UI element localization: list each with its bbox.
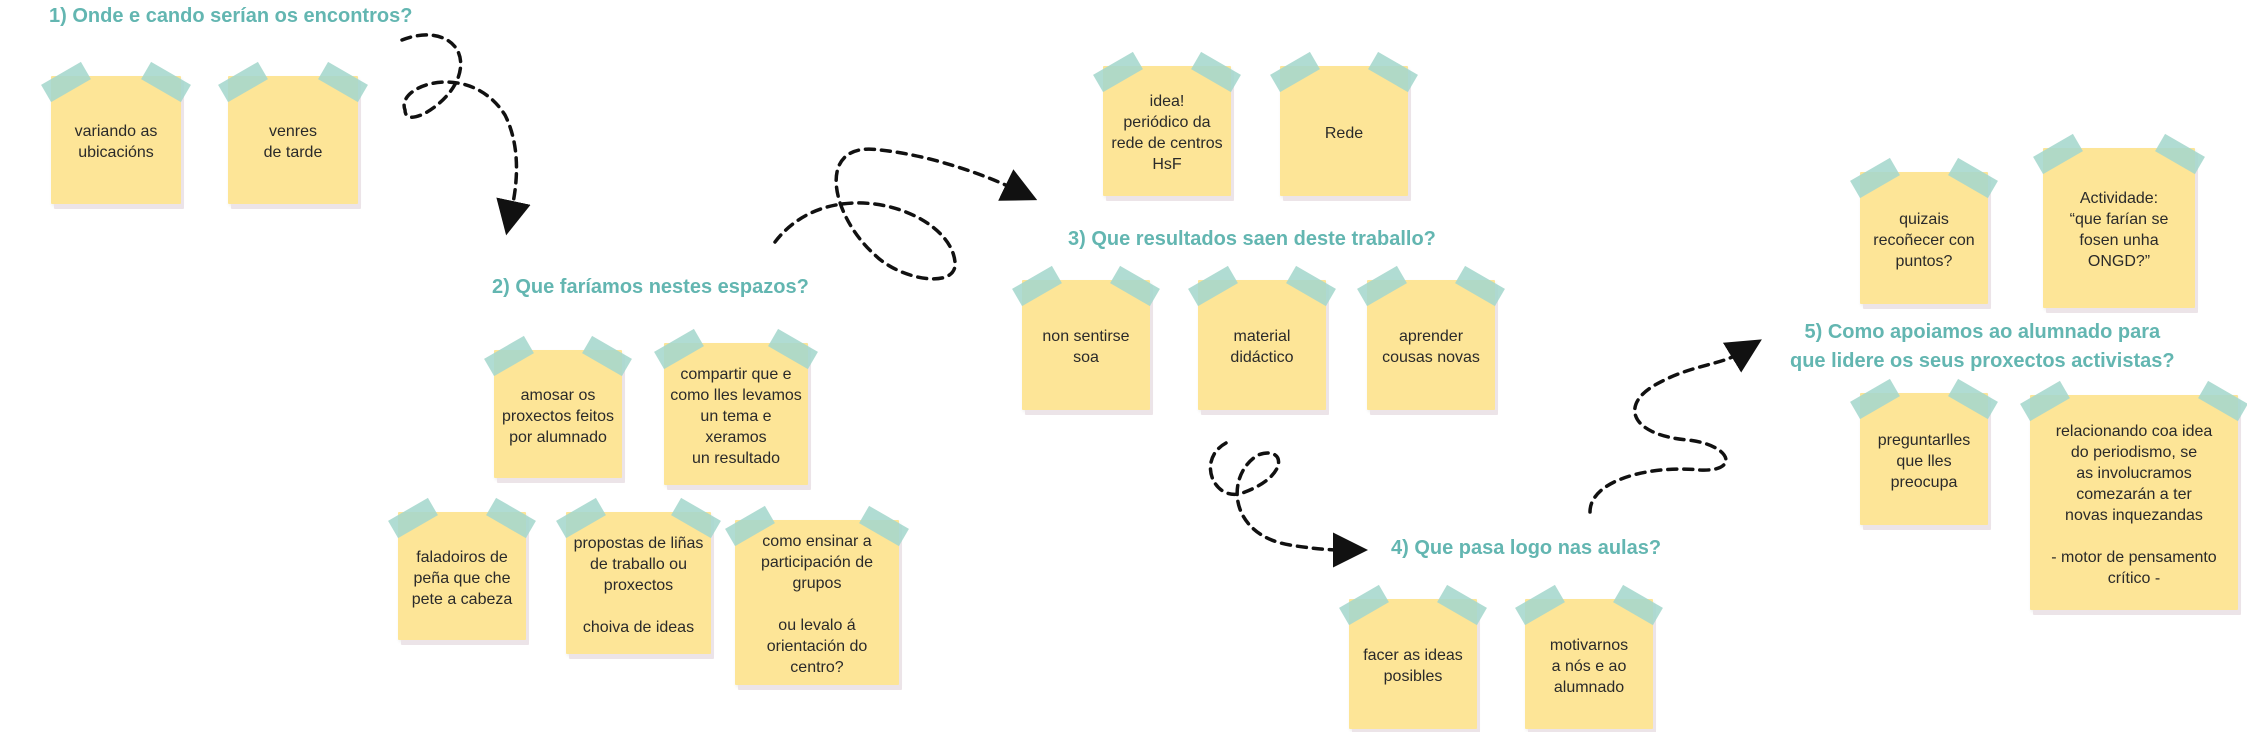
sticky-note: venres de tarde (218, 61, 368, 204)
note-text: faladoiros de peña que che pete a cabeza (411, 548, 513, 608)
sticky-note: Rede (1270, 51, 1418, 196)
sticky-note: como ensinar a participación de grupos o… (725, 505, 909, 685)
note-text: como ensinar a participación de grupos o… (760, 533, 874, 676)
heading-5: 5) Como apoiamos ao alumnado para que li… (1790, 321, 2175, 372)
note-text: variando as ubicacións (74, 123, 158, 161)
heading-1: 1) Onde e cando serían os encontros? (49, 5, 413, 27)
sticky-note: relacionando coa idea do periodismo, se … (2020, 380, 2247, 610)
note-text: quizais recoñecer con puntos? (1873, 210, 1975, 270)
sticky-note: aprender cousas novas (1357, 265, 1505, 410)
sticky-note: quizais recoñecer con puntos? (1850, 157, 1998, 304)
note-text: relacionando coa idea do periodismo, se … (2051, 422, 2217, 587)
sticky-note: facer as ideas posibles (1339, 584, 1487, 729)
sticky-note: material didáctico (1188, 265, 1336, 410)
note-text: venres de tarde (263, 123, 323, 161)
note-text: preguntarlles que lles preocupa (1877, 431, 1971, 491)
sticky-note: Actividade: “que farían se fosen unha ON… (2033, 133, 2205, 308)
heading-4: 4) Que pasa logo nas aulas? (1391, 537, 1662, 559)
sticky-note: amosar os proxectos feitos por alumnado (484, 335, 632, 478)
note-text: material didáctico (1230, 328, 1294, 366)
sticky-note: motivarnos a nós e ao alumnado (1515, 584, 1663, 729)
sticky-note: non sentirse soa (1012, 265, 1160, 410)
note-text: facer as ideas posibles (1363, 647, 1463, 685)
note-text: Actividade: “que farían se fosen unha ON… (2069, 190, 2169, 270)
arrow-1-to-2 (400, 33, 531, 236)
note-text: idea! periódico da rede de centros HsF (1111, 93, 1223, 173)
sticky-note: compartir que e como lles levamos un tem… (654, 328, 818, 485)
note-text: Rede (1324, 124, 1364, 142)
arrow-3-to-4 (1208, 441, 1368, 568)
sticky-note: idea! periódico da rede de centros HsF (1093, 51, 1241, 196)
arrow-4-to-5 (1588, 339, 1762, 514)
note-text: propostas de liñas de traballo ou proxec… (573, 534, 704, 636)
note-text: amosar os proxectos feitos por alumnado (501, 386, 615, 446)
note-text: compartir que e como lles levamos un tem… (670, 365, 802, 467)
sticky-note: variando as ubicacións (41, 61, 191, 204)
sticky-note: propostas de liñas de traballo ou proxec… (556, 497, 721, 654)
sticky-note: preguntarlles que lles preocupa (1850, 378, 1998, 525)
note-text: aprender cousas novas (1382, 328, 1480, 366)
heading-2: 2) Que faríamos nestes espazos? (492, 276, 809, 298)
note-text: motivarnos a nós e ao alumnado (1549, 636, 1629, 696)
sticky-note: faladoiros de peña que che pete a cabeza (388, 497, 536, 640)
heading-3: 3) Que resultados saen deste traballo? (1068, 228, 1436, 250)
arrow-2-to-3 (773, 147, 1038, 281)
note-text: non sentirse soa (1042, 328, 1130, 366)
